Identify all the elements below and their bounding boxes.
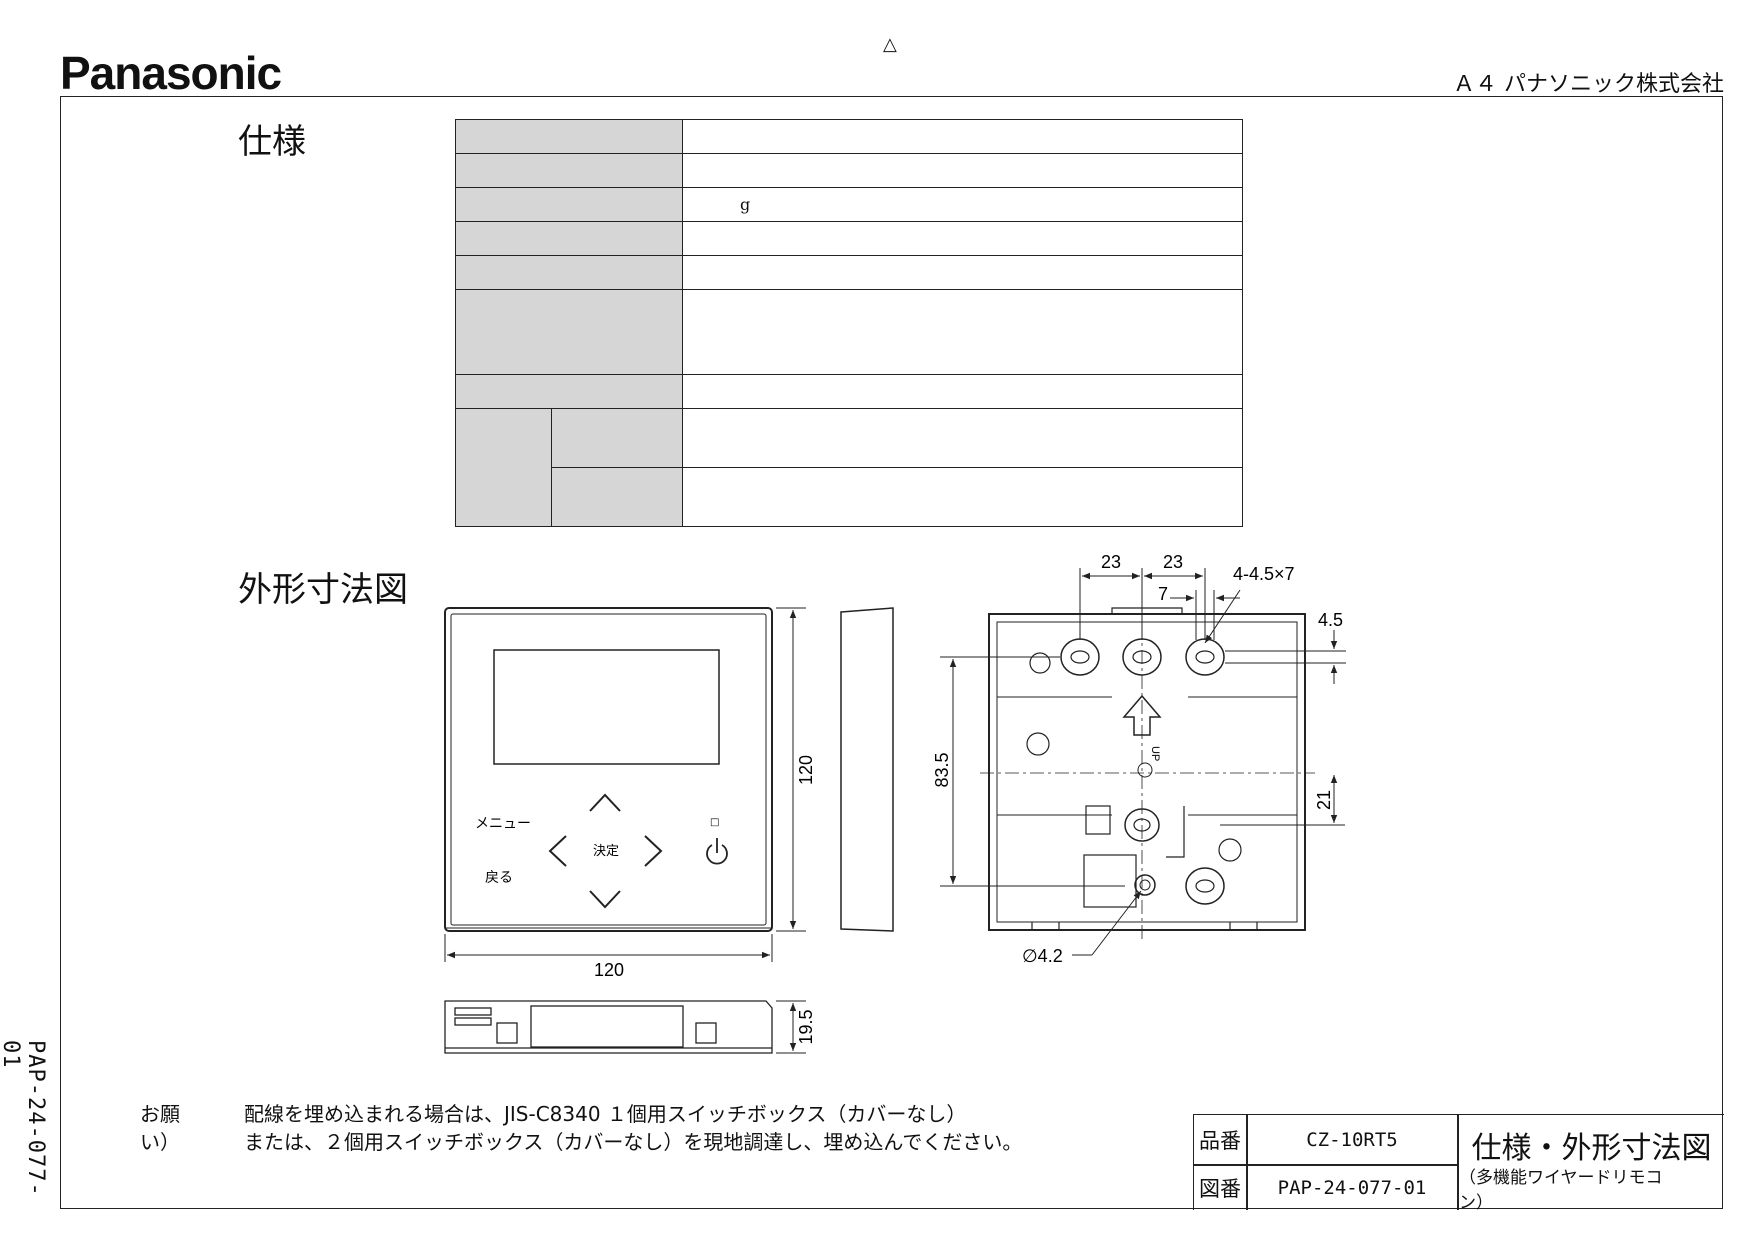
spec-label-cell	[455, 255, 683, 290]
spec-label-cell	[455, 119, 683, 154]
offset-21-dimension	[1220, 775, 1345, 826]
offset-21-value: 21	[1314, 790, 1334, 810]
spec-value-cell	[682, 467, 1243, 527]
spec-sublabel-cell	[551, 408, 683, 468]
menu-label: メニュー	[475, 816, 531, 832]
spec-heading: 仕様	[238, 122, 306, 162]
spec-label-cell	[455, 153, 683, 188]
slot-length-value: 7	[1158, 584, 1168, 604]
drawing-frame	[60, 96, 1723, 1209]
left-arrow-icon	[548, 835, 567, 867]
revision-mark: △	[883, 34, 897, 55]
spec-label-cell	[455, 221, 683, 256]
pitch-left-value: 23	[1101, 552, 1121, 572]
up-mark-label: UP	[1149, 746, 1161, 761]
vertical-pitch-dimension	[940, 656, 1125, 887]
company-name: Ａ４ パナソニック株式会社	[1453, 72, 1724, 97]
front-width-value: 120	[594, 960, 624, 980]
rear-pitch-dimension	[1079, 568, 1241, 644]
front-height-value: 120	[796, 755, 816, 785]
front-height-dimension	[776, 607, 806, 932]
slot-width-dimension	[1225, 630, 1346, 684]
spec-row	[455, 119, 1243, 154]
spec-row	[455, 408, 1243, 527]
drawing-title: 仕様・外形寸法図	[1471, 1131, 1712, 1166]
spec-row	[455, 153, 1243, 188]
spec-value-cell	[682, 289, 1243, 375]
spec-value-cell: g	[682, 187, 1243, 222]
title-block: 品番 CZ-10RT5 図番 PAP-24-077-01 仕様・外形寸法図 （多…	[1193, 1114, 1724, 1213]
drawing-no-value: PAP-24-077-01	[1277, 1176, 1427, 1199]
spec-row	[455, 221, 1243, 256]
spec-row: g	[455, 187, 1243, 222]
front-view	[444, 607, 773, 932]
vertical-pitch-value: 83.5	[932, 752, 952, 787]
side-view	[840, 607, 894, 932]
spec-sublabel-cell	[551, 467, 683, 527]
drawing-subtitle: （多機能ワイヤードリモコン）	[1459, 1168, 1663, 1213]
pitch-right-value: 23	[1163, 552, 1183, 572]
dimension-heading: 外形寸法図	[238, 570, 408, 610]
spec-row	[455, 374, 1243, 409]
bottom-depth-dimension	[776, 1000, 806, 1054]
front-width-dimension	[444, 934, 773, 962]
spec-row	[455, 255, 1243, 290]
panasonic-logo: Panasonic	[60, 47, 282, 99]
weight-unit: g	[740, 195, 751, 214]
lcd-screen	[493, 649, 720, 765]
power-indicator-mark: □	[710, 817, 719, 828]
request-line-2: または、２個用スイッチボックス（カバーなし）を現地調達し、埋め込んでください。	[244, 1130, 1023, 1154]
spec-value-cell	[682, 255, 1243, 290]
spec-value-cell	[682, 153, 1243, 188]
side-drawing-code: PAP-24-077-01	[0, 1040, 48, 1197]
drawing-no-label: 図番	[1199, 1176, 1241, 1201]
request-line-1: 配線を埋め込まれる場合は、JIS-C8340 １個用スイッチボックス（カバーなし…	[244, 1102, 967, 1126]
hole-spec-value: 4-4.5×7	[1233, 564, 1295, 584]
spec-label-cell	[455, 374, 683, 409]
small-hole-leader	[1072, 890, 1142, 956]
power-icon	[706, 844, 728, 865]
rear-view	[980, 600, 1315, 940]
part-no-label: 品番	[1199, 1128, 1241, 1153]
slot-width-value: 4.5	[1318, 610, 1343, 630]
spec-table: g	[455, 119, 1243, 527]
part-no-value: CZ-10RT5	[1306, 1128, 1398, 1151]
up-arrow-icon	[589, 793, 621, 812]
right-arrow-icon	[644, 835, 663, 867]
small-hole-value: ∅4.2	[1022, 946, 1063, 966]
back-label: 戻る	[485, 870, 513, 886]
enter-label: 決定	[593, 844, 619, 859]
spec-group-label-cell	[455, 408, 552, 527]
spec-row	[456, 467, 1243, 527]
bottom-depth-value: 19.5	[796, 1009, 816, 1044]
request-lead: お願い）	[140, 1102, 180, 1154]
bottom-view	[444, 1000, 773, 1054]
down-arrow-icon	[589, 890, 621, 909]
